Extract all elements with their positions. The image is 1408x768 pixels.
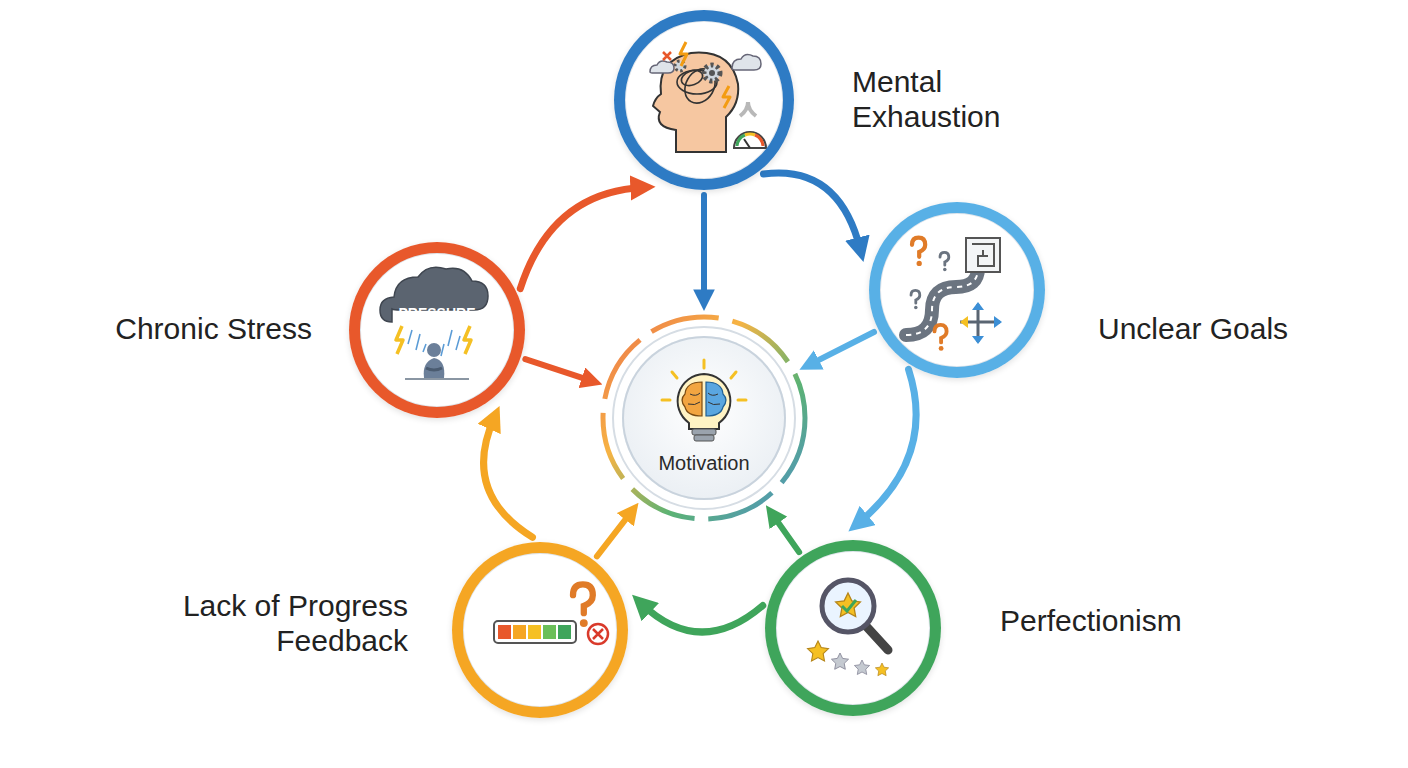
progress-bar-icon <box>494 584 608 644</box>
cycle-arrow <box>484 417 533 537</box>
node-heading: Chronic Stress <box>115 311 312 346</box>
cause-circle: Perfectionism <box>765 540 941 716</box>
cause-circle: Lack of Progress Feedback <box>452 542 628 718</box>
lightbulb-brain-icon <box>662 360 746 441</box>
hub-arrow <box>525 359 592 381</box>
cycle-arrow <box>520 187 643 288</box>
node-heading: Mental Exhaustion <box>852 64 1052 134</box>
center-label: Motivation <box>622 452 786 475</box>
hub-ring <box>603 317 805 519</box>
hub-arrow <box>701 195 707 300</box>
center-circle: Motivation <box>622 336 786 500</box>
magnifier-stars-icon <box>808 580 889 676</box>
cause-circle: Chronic StressPRESSURE <box>349 242 525 418</box>
exhausted-head-icon <box>650 42 766 152</box>
node-heading: Perfectionism <box>1000 603 1182 638</box>
cloud-label: PRESSURE <box>349 305 525 321</box>
cause-circle: Unclear Goals <box>869 202 1045 378</box>
hub-arrow <box>809 332 874 365</box>
hub-arrow <box>597 511 632 556</box>
node-heading: Lack of Progress Feedback <box>138 588 408 658</box>
cycle-arrow <box>641 603 763 632</box>
cycle-arrow <box>763 173 860 250</box>
winding-road-icon <box>906 238 1002 351</box>
node-heading: Unclear Goals <box>1098 311 1288 346</box>
cause-circle: Mental Exhaustion <box>614 10 794 190</box>
cycle-arrow <box>858 369 916 523</box>
storm-cloud-icon <box>380 267 488 379</box>
hub-arrow <box>772 514 799 552</box>
